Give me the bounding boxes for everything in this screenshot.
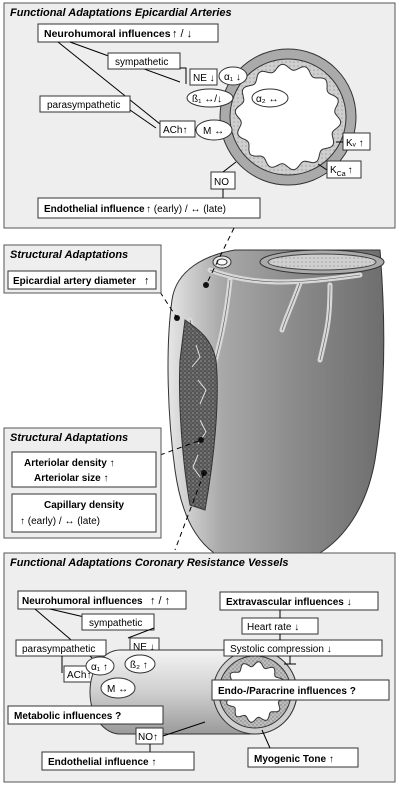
leader-top — [205, 227, 235, 286]
bottom-sympathetic-label: sympathetic — [89, 618, 142, 629]
structural-bottom-title: Structural Adaptations — [10, 432, 128, 444]
top-panel: Functional Adaptations Epicardial Arteri… — [3, 2, 396, 229]
marker-dot-3 — [198, 437, 204, 443]
systolic-label: Systolic compression ↓ — [230, 644, 332, 655]
top-endothelial-tail: ↑ (early) / ↔ (late) — [146, 204, 226, 215]
myocardium-window — [178, 319, 218, 511]
top-neurohumoral-label: Neurohumoral influences — [44, 28, 171, 40]
structural-top-item: Epicardial artery diameter — [13, 276, 136, 287]
extravascular-label: Extravascular influences ↓ — [226, 597, 352, 608]
top-beta1-receptor — [186, 88, 234, 108]
arteriolar-size: Arteriolar size ↑ — [34, 473, 108, 484]
top-endothelial-label: Endothelial influence — [44, 204, 145, 215]
bottom-m-label: M ↔ — [107, 684, 128, 695]
leader-structural-bottom — [159, 439, 202, 456]
top-alpha1-receptor — [218, 66, 248, 86]
bottom-alpha1-label: α₁ ↑ — [91, 662, 108, 673]
top-parasympathetic-label: parasympathetic — [47, 100, 120, 111]
heart-top-cut — [267, 253, 377, 271]
bottom-neurohumoral-box — [17, 590, 187, 610]
bottom-no-label: NO↑ — [138, 732, 158, 743]
top-ne-label: NE ↓ — [193, 73, 215, 84]
top-m-label: M ↔ — [203, 126, 224, 137]
bottom-endothelial-label: Endothelial influence ↑ — [48, 757, 156, 768]
top-ne-box — [189, 68, 218, 86]
endo-paracrine-box — [211, 679, 390, 701]
top-panel-title: Functional Adaptations Epicardial Arteri… — [10, 7, 232, 19]
bottom-sympathetic-box — [81, 613, 155, 631]
top-alpha2-label: α₂ ↔ — [256, 94, 278, 105]
bottom-beta2-label: ß₂ ↑ — [130, 660, 148, 671]
top-ach-label: ACh↑ — [163, 125, 187, 136]
myogenic-label: Myogenic Tone ↑ — [254, 754, 334, 765]
bottom-panel-title: Functional Adaptations Coronary Resistan… — [10, 557, 289, 569]
capillary-tail: ↑ (early) / ↔ (late) — [20, 516, 100, 527]
heart-illustration — [159, 227, 385, 569]
top-parasympathetic-box — [39, 95, 131, 113]
arteriolar-density: Arteriolar density ↑ — [24, 458, 115, 469]
top-kca-channel: KCa↑ — [330, 165, 353, 178]
top-alpha2-receptor — [251, 88, 289, 108]
arteriolar-box — [11, 451, 157, 488]
myogenic-box — [247, 747, 359, 768]
structural-bottom-panel: Structural Adaptations Arteriolar densit… — [3, 427, 162, 539]
structural-top-item-box — [7, 270, 157, 290]
extravascular-box — [219, 591, 379, 611]
heart-rate-label: Heart rate ↓ — [247, 622, 299, 633]
top-neurohumoral-arrows: ↑ / ↓ — [172, 28, 192, 40]
bottom-parasympathetic-box — [15, 639, 107, 657]
bottom-alpha1-receptor — [85, 656, 115, 676]
top-connector-para — [57, 41, 166, 129]
metabolic-label: Metabolic influences ? — [14, 711, 121, 722]
structural-top-panel: Structural Adaptations Epicardial artery… — [3, 244, 162, 294]
structural-top-title: Structural Adaptations — [10, 249, 128, 261]
bottom-ach-label: ACh↑ — [67, 670, 91, 681]
top-neurohumoral-box — [37, 23, 219, 43]
bottom-neurohumoral-label: Neurohumoral influences — [22, 596, 143, 607]
top-sympathetic-box — [107, 52, 181, 70]
capillary-box — [11, 493, 157, 533]
bottom-neurohumoral-arrows: ↑ / ↑ — [150, 595, 170, 607]
top-ach-box — [159, 120, 196, 138]
bottom-panel: Functional Adaptations Coronary Resistan… — [3, 552, 396, 783]
structural-top-item-arrow: ↑ — [144, 275, 150, 287]
top-sympathetic-label: sympathetic — [115, 57, 168, 68]
bottom-ne-label: NE ↓ — [133, 642, 155, 653]
bottom-endothelial-box — [41, 751, 195, 771]
top-endothelial-box — [37, 197, 261, 219]
bottom-beta2-receptor — [124, 654, 156, 674]
epicardial-artery-cross-section — [219, 48, 357, 186]
systolic-box — [223, 639, 383, 657]
bottom-m-receptor — [100, 677, 136, 699]
endo-paracrine-label: Endo-/Paracrine influences ? — [218, 686, 356, 697]
bottom-parasympathetic-label: parasympathetic — [22, 644, 95, 655]
arterioles — [191, 344, 207, 478]
top-kv-label: Kᵥ ↑ — [346, 138, 364, 149]
epicardial-branches-outline — [189, 269, 361, 421]
top-alpha1-label: α₁ ↓ — [224, 72, 241, 83]
top-beta1-label: ß₁ ↔/↓ — [192, 94, 222, 105]
capillary-density: Capillary density — [44, 500, 124, 511]
metabolic-box — [7, 705, 164, 725]
leader-bottom — [174, 472, 205, 551]
top-no-label: NO — [214, 177, 229, 188]
